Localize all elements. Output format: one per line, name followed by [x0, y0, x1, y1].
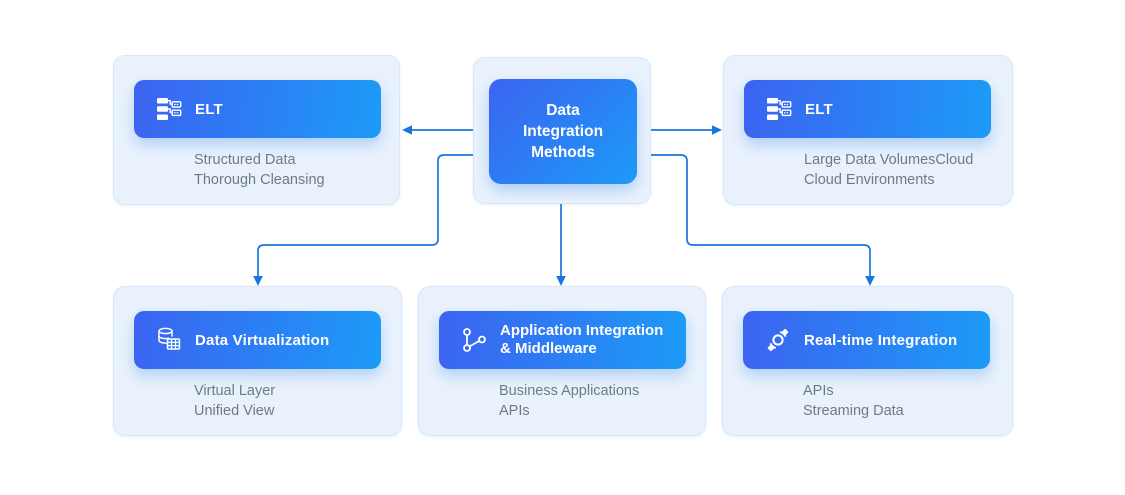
- pill-label-line: Application Integration: [500, 322, 664, 339]
- app-integration-pill: Application Integration & Middleware: [439, 311, 686, 369]
- pill-label-line: & Middleware: [500, 340, 597, 357]
- arrowhead-down-left: [253, 276, 263, 286]
- detail-line: Unified View: [194, 402, 275, 419]
- elt-flow-icon: [157, 98, 182, 120]
- data-virtualization-pill: Data Virtualization: [134, 311, 381, 369]
- database-table-icon: [158, 327, 181, 350]
- detail-line: Business Applications: [499, 383, 640, 399]
- detail-line: Thorough Cleansing: [194, 171, 325, 188]
- center-node-pill: Data Integration Methods: [489, 79, 637, 184]
- detail-line: Cloud Environments: [804, 171, 935, 188]
- realtime-details: APIs Streaming Data: [803, 382, 904, 421]
- elt-left-pill: ELT: [134, 80, 381, 138]
- branch-nodes-icon: [463, 328, 486, 352]
- arrowhead-left: [402, 125, 412, 135]
- app-integration-details: Business Applications APIs: [499, 382, 639, 421]
- elt-left-label: ELT: [195, 100, 223, 118]
- elt-left-details: Structured Data Thorough Cleansing: [194, 151, 325, 190]
- detail-line: Structured Data: [194, 152, 296, 168]
- node-card-elt-right: ELT Large Data VolumesCloud Cloud Enviro…: [723, 55, 1013, 205]
- detail-line: Streaming Data: [803, 402, 904, 419]
- realtime-label: Real-time Integration: [804, 331, 958, 349]
- data-virtualization-label: Data Virtualization: [195, 331, 330, 349]
- arrowhead-right: [712, 125, 722, 135]
- elt-right-details: Large Data VolumesCloud Cloud Environmen…: [804, 151, 973, 190]
- node-card-elt-left: ELT Structured Data Thorough Cleansing: [113, 55, 400, 205]
- realtime-pill: Real-time Integration: [743, 311, 990, 369]
- center-node-label-line: Methods: [531, 144, 595, 161]
- elt-right-pill: ELT: [744, 80, 991, 138]
- app-integration-label: Application Integration & Middleware: [500, 322, 663, 358]
- node-card-center: Data Integration Methods: [473, 57, 651, 204]
- sync-rotate-icon: [767, 328, 789, 352]
- center-node-label-line: Integration: [522, 123, 604, 140]
- detail-line: Virtual Layer: [194, 383, 276, 399]
- elt-right-label: ELT: [805, 100, 833, 118]
- arrowhead-down-center: [556, 276, 566, 286]
- node-card-data-virtualization: Data Virtualization Virtual Layer Unifie…: [113, 286, 402, 436]
- data-virtualization-details: Virtual Layer Unified View: [194, 382, 275, 421]
- detail-line: Large Data VolumesCloud: [804, 152, 974, 168]
- arrowhead-down-right: [865, 276, 875, 286]
- detail-line: APIs: [499, 402, 530, 419]
- node-card-app-integration: Application Integration & Middleware Bus…: [418, 286, 706, 436]
- detail-line: APIs: [803, 383, 834, 399]
- elt-flow-icon: [767, 98, 792, 120]
- node-card-realtime: Real-time Integration APIs Streaming Dat…: [722, 286, 1013, 436]
- center-node-label-line: Data: [546, 102, 580, 119]
